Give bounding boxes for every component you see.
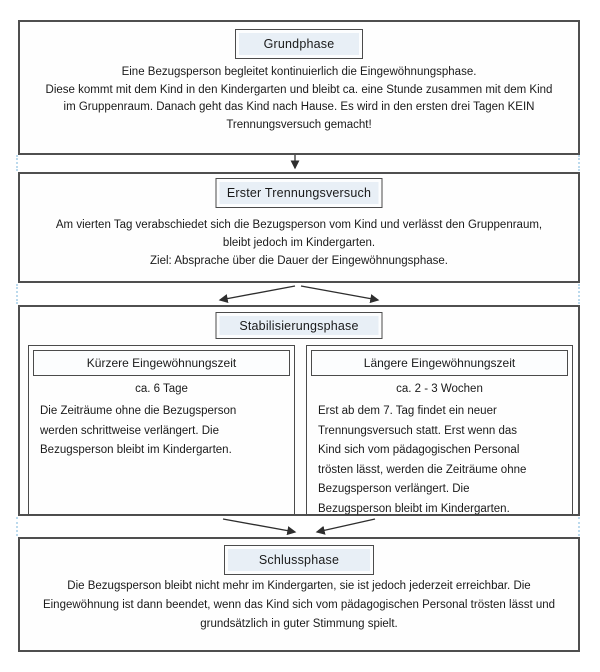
kuerzere-eingewoehnungszeit-box: Kürzere Eingewöhnungszeit ca. 6 Tage Die…: [28, 345, 295, 515]
down-arrow-icon: [290, 155, 300, 170]
laengere-title: Längere Eingewöhnungszeit: [363, 356, 516, 370]
kuerzere-body: Die Zeiträume ohne die Bezugsperson werd…: [40, 405, 237, 456]
diverging-arrows-icon: [218, 285, 380, 304]
trennungsversuch-body: Am vierten Tag verabschiedet sich die Be…: [55, 219, 543, 267]
scan-artifact-dash: [578, 517, 580, 536]
scan-artifact-dash: [578, 284, 580, 304]
trennungsversuch-section: Erster Trennungsversuch Am vierten Tag v…: [18, 172, 580, 283]
laengere-body: Erst ab dem 7. Tag findet ein neuer Tren…: [318, 405, 527, 515]
scan-artifact-dash: [16, 517, 18, 536]
trennungsversuch-title: Erster Trennungsversuch: [226, 186, 372, 200]
kuerzere-title-box: Kürzere Eingewöhnungszeit: [33, 350, 290, 376]
stabilisierung-title: Stabilisierungsphase: [239, 318, 359, 333]
kuerzere-duration: ca. 6 Tage: [135, 383, 188, 395]
scan-artifact-dash: [16, 284, 18, 304]
stabilisierung-section: Stabilisierungsphase Kürzere Eingewöhnun…: [18, 305, 580, 516]
schlussphase-body: Die Bezugsperson bleibt nicht mehr im Ki…: [42, 580, 556, 630]
trennungsversuch-title-box: Erster Trennungsversuch: [215, 178, 383, 208]
stabilisierung-title-box: Stabilisierungsphase: [215, 312, 383, 339]
schlussphase-title-box: Schlussphase: [224, 545, 374, 575]
laengere-eingewoehnungszeit-box: Längere Eingewöhnungszeit ca. 2 - 3 Woch…: [306, 345, 573, 515]
grundphase-title-box: Grundphase: [235, 29, 363, 59]
scan-artifact-dash: [578, 155, 580, 171]
schlussphase-section: Schlussphase Die Bezugsperson bleibt nic…: [18, 537, 580, 652]
grundphase-title: Grundphase: [263, 37, 335, 51]
schlussphase-title: Schlussphase: [258, 553, 340, 567]
laengere-duration: ca. 2 - 3 Wochen: [396, 383, 483, 395]
laengere-title-box: Längere Eingewöhnungszeit: [311, 350, 568, 376]
converging-arrows-icon: [222, 518, 376, 536]
kuerzere-title: Kürzere Eingewöhnungszeit: [86, 356, 237, 370]
grundphase-body: Eine Bezugsperson begleitet kontinuierli…: [45, 66, 553, 131]
scan-artifact-dash: [16, 155, 18, 171]
grundphase-section: Grundphase Eine Bezugsperson begleitet k…: [18, 20, 580, 155]
